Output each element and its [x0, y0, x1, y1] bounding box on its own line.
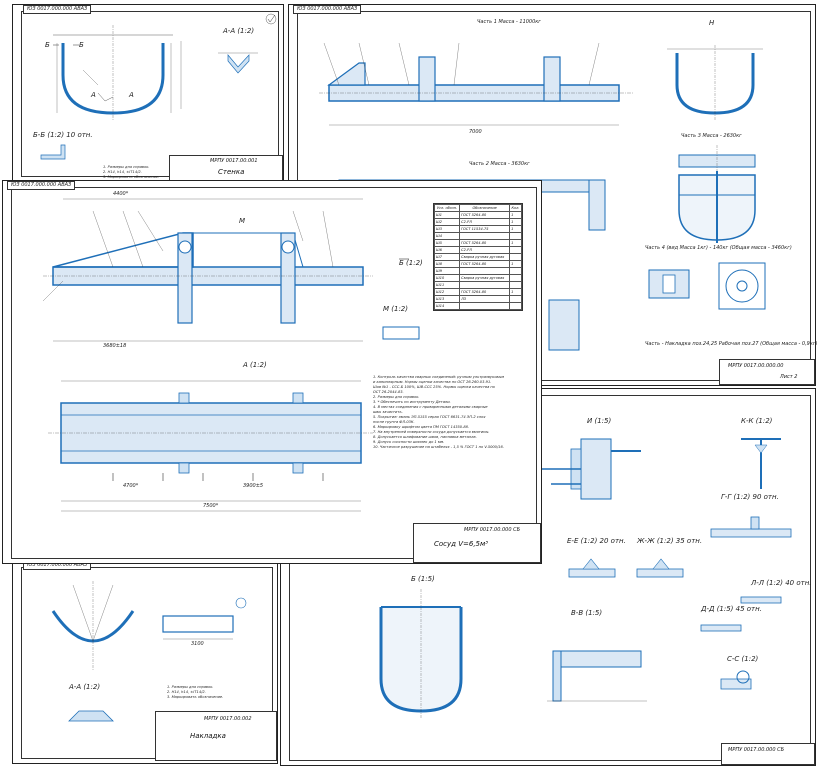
sheet-frame	[21, 567, 273, 759]
view-kk-label: К-К (1:2)	[741, 417, 773, 425]
view-zhzh-label: Ж-Ж (1:2) 35 отн.	[637, 537, 703, 545]
dim-bottom: 7500*	[203, 503, 219, 509]
sheet-frame	[289, 395, 811, 761]
table-row: Ш14	[433, 302, 522, 310]
table-row: Ш9	[433, 267, 522, 275]
wall-drawing	[40, 13, 277, 160]
title-block-wall: МРПУ 0017.00.001 Стенка	[169, 155, 283, 181]
view-ee-label: Е-Е (1:2) 20 отн.	[567, 537, 626, 545]
table-row: Ш11	[433, 281, 522, 289]
section-aa-label: А-А (1:2)	[69, 683, 101, 691]
sheet-wall: ЮЗ 0017.000.000 АВАЗ А-А (1:2) Б-Б (1:2)…	[12, 4, 284, 182]
sheet-frame	[21, 11, 279, 177]
title-code: МРПУ 0017.00.000 СБ	[464, 527, 521, 533]
sheet-main-assembly: ЮЗ 0017.000.000 АВАЗ	[2, 180, 542, 564]
dim-bottom-left: 4700*	[123, 483, 139, 489]
title-name: Накладка	[190, 732, 226, 740]
dim-total: 7000	[469, 129, 482, 135]
view-h-label: Н	[709, 19, 715, 27]
view-dd-label: Д-Д (1:5) 45 отн.	[701, 605, 762, 613]
dim-length: 3100	[191, 641, 204, 647]
caption-part-4: Часть 4 (вид Масса 1кг) - 140кг (Общая м…	[645, 245, 792, 251]
view-gg-label: Г-Г (1:2) 90 отн.	[721, 493, 779, 501]
main-assembly-drawing	[42, 198, 420, 512]
title-code: МРПУ 0017.00.001	[210, 158, 258, 164]
table-row: Ш4	[433, 232, 522, 240]
view-vv-label: В-В (1:5)	[571, 609, 603, 617]
view-m-scale-label: М (1:2)	[383, 305, 408, 313]
title-name: Стенка	[218, 168, 245, 176]
notes-main: 1. Контроль качества сварных соединений:…	[373, 375, 505, 449]
title-code: МРПУ 0017.00.000 СБ	[728, 747, 785, 753]
dim-mid: 3680±18	[103, 343, 127, 349]
caption-part-2: Часть 2 Масса - 3630кг	[469, 161, 530, 167]
title-sheet: Лист 2	[780, 374, 798, 380]
dim-top: 4400*	[113, 191, 129, 197]
notes-pad: 1. Размеры для справок. 2. Н14, h14, ±IT…	[167, 685, 224, 699]
caption-part-1: Часть 1 Масса - 11000кг	[477, 19, 541, 25]
spec-header: Усл. обозн.	[433, 204, 461, 212]
view-i-label: И (1:5)	[587, 417, 612, 425]
view-cc-label: С-С (1:2)	[727, 655, 759, 663]
caption-part-5: Часть - Накладка поз.24,25 Рабочая поз.2…	[645, 341, 818, 347]
title-code: МРПУ 0017.00.000.00	[728, 363, 784, 369]
sheet-code-tab: ЮЗ 0017.000.000 АВАЗ	[7, 181, 76, 190]
view-a-marker-right: А	[129, 91, 134, 99]
spec-header: Кол.	[509, 204, 522, 212]
title-code: МРПУ 0017.00.002	[204, 716, 252, 722]
section-bb-label: Б-Б (1:2) 10 отн.	[33, 131, 93, 139]
spec-header: Обозначение	[459, 204, 511, 212]
view-b-marker-left: Б	[45, 41, 50, 49]
title-block-details: МРПУ 0017.00.000 СБ	[721, 743, 815, 765]
view-a-marker-left: А	[91, 91, 96, 99]
view-b-label: Б (1:5)	[411, 575, 435, 583]
sheet-code-tab: ЮЗ 0017.000.000 АВАЗ	[293, 5, 362, 14]
view-a-label: А (1:2)	[243, 361, 267, 369]
title-name: Сосуд V=6,5м³	[434, 540, 489, 548]
view-b-label: Б (1:2)	[399, 259, 423, 267]
view-m-label: М	[239, 217, 246, 225]
notes-wall: 1. Размеры для справок. 2. Н14, h14, ±IT…	[103, 165, 160, 179]
sheet-pad: ЮЗ 0017.000.000 АВАЗ А-А (1:2) 3100 1. Р…	[12, 560, 278, 764]
sheet-frame	[11, 187, 537, 559]
title-block-main: МРПУ 0017.00.000 СБ Сосуд V=6,5м³	[413, 523, 541, 563]
view-ll-label: Л-Л (1:2) 40 отн.	[751, 579, 812, 587]
view-b-marker-right: Б	[79, 41, 84, 49]
sheet-code-tab: ЮЗ 0017.000.000 АВАЗ	[23, 5, 92, 14]
pad-drawing	[51, 581, 247, 722]
title-block-pad: МРПУ 0017.00.002 Накладка	[155, 711, 277, 761]
dim-bottom-right: 3900±5	[243, 483, 264, 489]
section-aa-label: А-А (1:2)	[223, 27, 255, 35]
caption-part-3: Часть 3 Масса - 2630кг	[681, 133, 742, 139]
details-drawing	[379, 438, 792, 719]
title-block-tank: МРПУ 0017.00.000.00 Лист 2	[719, 359, 815, 385]
